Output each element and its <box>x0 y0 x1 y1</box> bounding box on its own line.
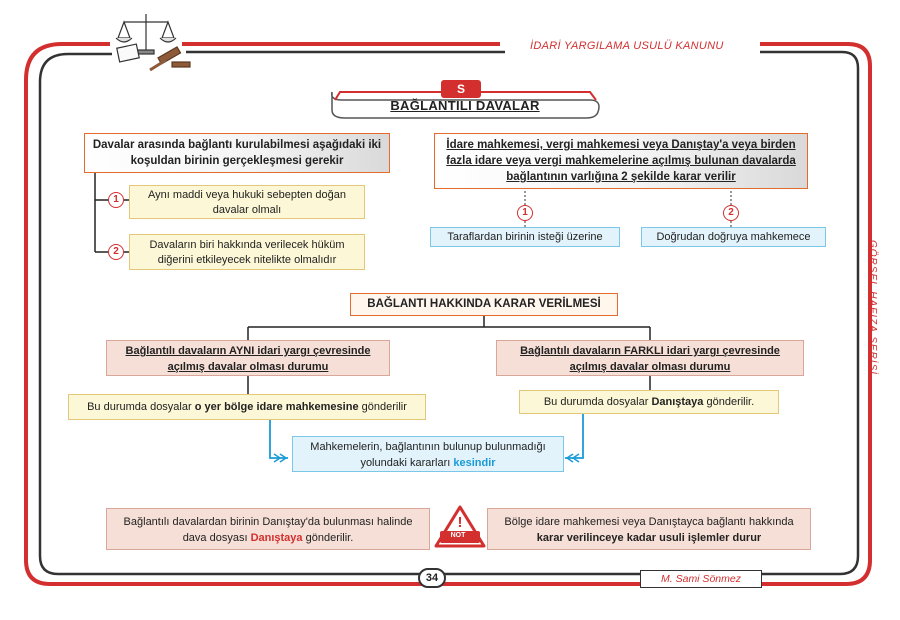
different-result-text-c: gönderilir. <box>703 396 755 408</box>
same-jurisdiction-result: Bu durumda dosyalar o yer bölge idare ma… <box>68 394 426 420</box>
same-jurisdiction-line1: Bağlantılı davaların AYNI idari yargı çe… <box>125 345 371 357</box>
condition-item-1: Aynı maddi veya hukuki sebepten doğan da… <box>129 185 365 219</box>
different-result-text-a: Bu durumda dosyalar <box>543 396 652 408</box>
way-item-2: Doğrudan doğruya mahkemece <box>641 227 826 247</box>
different-jurisdiction-box: Bağlantılı davaların FARKLI idari yargı … <box>496 340 804 376</box>
condition-number-2: 2 <box>108 244 124 260</box>
series-label: GÖRSEL HAFIZA SERİSİ <box>867 240 878 376</box>
final-decision-line1: Mahkemelerin, bağlantının bulunup bulunm… <box>310 441 546 453</box>
page-number: 34 <box>418 568 446 588</box>
author-name: M. Sami Sönmez <box>640 570 762 588</box>
condition-number-1: 1 <box>108 192 124 208</box>
condition-item-2-line1: Davaların biri hakkında verilecek hüküm <box>149 239 345 251</box>
section-letter: S <box>456 82 465 96</box>
condition-item-1-line2: davalar olmalı <box>212 204 282 216</box>
same-result-text-a: Bu durumda dosyalar <box>87 401 195 413</box>
note-left-line2a: dava dosyası <box>182 532 251 544</box>
same-result-text-c: gönderilir <box>358 401 407 413</box>
note-left-box: Bağlantılı davalardan birinin Danıştay'd… <box>106 508 430 550</box>
conditions-title-line2: koşuldan birinin gerçekleşmesi gerekir <box>130 155 344 167</box>
final-decision-line2: yolundaki kararları kesindir <box>293 455 563 471</box>
warning-icon: ! <box>434 505 486 548</box>
condition-item-2-line2: diğerini etkileyecek nitelikte olmalıdır <box>157 254 337 266</box>
decision-ways-line3: bağlantının varlığına 2 şekilde karar ve… <box>506 171 736 183</box>
note-right-box: Bölge idare mahkemesi veya Danıştayca ba… <box>487 508 811 550</box>
note-left-line2: dava dosyası Danıştaya gönderilir. <box>107 530 429 546</box>
different-jurisdiction-result: Bu durumda dosyalar Danıştaya gönderilir… <box>519 390 779 414</box>
decision-title: BAĞLANTI HAKKINDA KARAR VERİLMESİ <box>350 293 618 316</box>
final-decision-line2a: yolundaki kararları <box>360 457 454 469</box>
note-right-line2: karar verilinceye kadar usuli işlemler d… <box>536 532 762 544</box>
section-title: BAĞLANTILI DAVALAR <box>390 98 540 113</box>
note-left-line1: Bağlantılı davalardan birinin Danıştay'd… <box>123 516 413 528</box>
different-jurisdiction-line2: açılmış davalar olması durumu <box>569 361 731 373</box>
condition-item-1-line1: Aynı maddi veya hukuki sebepten doğan <box>148 189 346 201</box>
same-jurisdiction-box: Bağlantılı davaların AYNI idari yargı çe… <box>106 340 390 376</box>
way-number-2: 2 <box>723 205 739 221</box>
decision-ways-line2: fazla idare veya vergi mahkemelerine açı… <box>446 155 796 167</box>
not-label: NOT <box>450 532 466 539</box>
note-left-emphasis: Danıştaya <box>250 532 303 544</box>
same-jurisdiction-line2: açılmış davalar olması durumu <box>167 361 329 373</box>
different-jurisdiction-line1: Bağlantılı davaların FARKLI idari yargı … <box>520 345 780 357</box>
different-result-text-b: Danıştaya <box>651 396 704 408</box>
header-title: İDARİ YARGILAMA USULÜ KANUNU <box>530 40 724 52</box>
final-decision-emphasis: kesindir <box>453 457 496 469</box>
final-decision-box: Mahkemelerin, bağlantının bulunup bulunm… <box>292 436 564 472</box>
way-number-1: 1 <box>517 205 533 221</box>
decision-ways-line1: İdare mahkemesi, vergi mahkemesi veya Da… <box>446 139 796 151</box>
note-right-line1: Bölge idare mahkemesi veya Danıştayca ba… <box>504 516 794 528</box>
condition-item-2: Davaların biri hakkında verilecek hüküm … <box>129 234 365 270</box>
svg-text:!: ! <box>458 514 463 531</box>
note-left-line2c: gönderilir. <box>302 532 354 544</box>
scales-gavel-icon <box>115 14 191 72</box>
way-item-1: Taraflardan birinin isteği üzerine <box>430 227 620 247</box>
conditions-title-box: Davalar arasında bağlantı kurulabilmesi … <box>84 133 390 173</box>
conditions-title-line1: Davalar arasında bağlantı kurulabilmesi … <box>92 139 382 151</box>
same-result-text-b: o yer bölge idare mahkemesine <box>194 401 359 413</box>
decision-ways-title-box: İdare mahkemesi, vergi mahkemesi veya Da… <box>434 133 808 189</box>
